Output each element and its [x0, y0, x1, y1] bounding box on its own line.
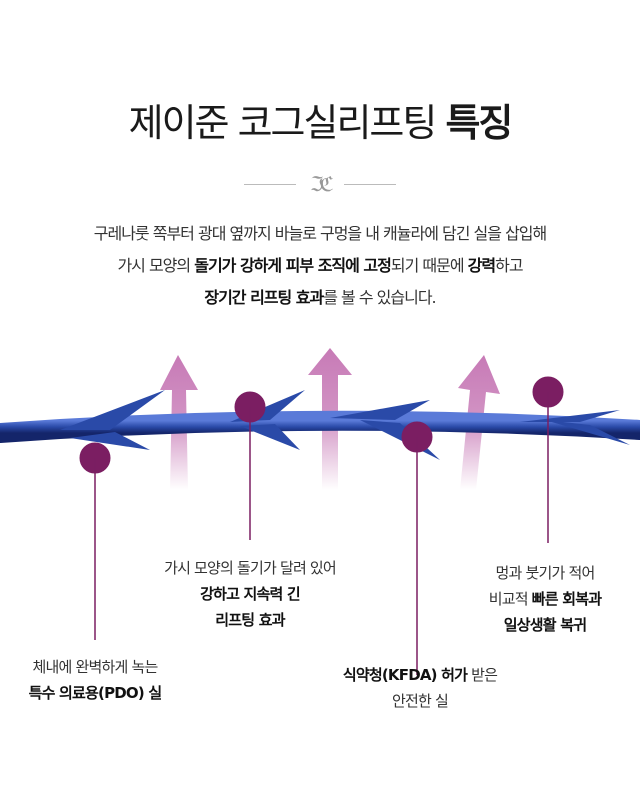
- feature-pdo: 체내에 완벽하게 녹는 특수 의료용(PDO) 실: [10, 654, 180, 706]
- t: 를 볼 수 있습니다.: [323, 288, 436, 307]
- title-normal: 제이준 코그실리프팅: [128, 101, 438, 145]
- divider-line: [344, 183, 396, 185]
- t: 받은: [467, 666, 498, 684]
- t: 비교적: [488, 590, 532, 608]
- t: 강력: [467, 256, 496, 275]
- t: 식약청(KFDA) 허가: [342, 666, 468, 684]
- page-title: 제이준 코그실리프팅 특징: [0, 92, 640, 147]
- t: 장기간 리프팅 효과: [204, 288, 324, 307]
- intro-line: 가시 모양의 돌기가 강하게 피부 조직에 고정되기 때문에 강력하고: [0, 250, 640, 282]
- brand-logo: ℑℭ: [309, 172, 334, 196]
- t: 멍과 붓기가 적어: [495, 564, 596, 582]
- t: 안전한 실: [392, 692, 449, 710]
- t: 하고: [495, 256, 523, 275]
- t: 가시 모양의: [117, 256, 195, 275]
- thread-illustration: [0, 348, 640, 675]
- logo-divider: ℑℭ: [0, 172, 640, 196]
- title-bold: 특징: [445, 101, 513, 145]
- t: 가시 모양의 돌기가 달려 있어: [164, 559, 337, 577]
- feature-barbs: 가시 모양의 돌기가 달려 있어 강하고 지속력 긴 리프팅 효과: [130, 555, 370, 633]
- t: 강하고 지속력 긴: [200, 585, 301, 603]
- t: 되기 때문에: [390, 256, 468, 275]
- t: 일상생활 복귀: [503, 616, 587, 634]
- intro-line: 구레나룻 쪽부터 광대 옆까지 바늘로 구멍을 내 캐뉼라에 담긴 실을 삽입해: [93, 224, 547, 243]
- divider-line: [243, 183, 296, 185]
- feature-kfda: 식약청(KFDA) 허가 받은 안전한 실: [300, 662, 540, 714]
- t: 돌기가 강하게 피부 조직에 고정: [194, 256, 392, 275]
- t: 체내에 완벽하게 녹는: [32, 658, 159, 676]
- t: 빠른 회복과: [531, 590, 602, 608]
- feature-recovery: 멍과 붓기가 적어 비교적 빠른 회복과 일상생활 복귀: [460, 560, 630, 638]
- t: 리프팅 효과: [215, 611, 285, 629]
- t: 특수 의료용(PDO) 실: [28, 684, 163, 702]
- intro-line: 장기간 리프팅 효과를 볼 수 있습니다.: [0, 282, 640, 314]
- intro-text: 구레나룻 쪽부터 광대 옆까지 바늘로 구멍을 내 캐뉼라에 담긴 실을 삽입해…: [0, 218, 640, 314]
